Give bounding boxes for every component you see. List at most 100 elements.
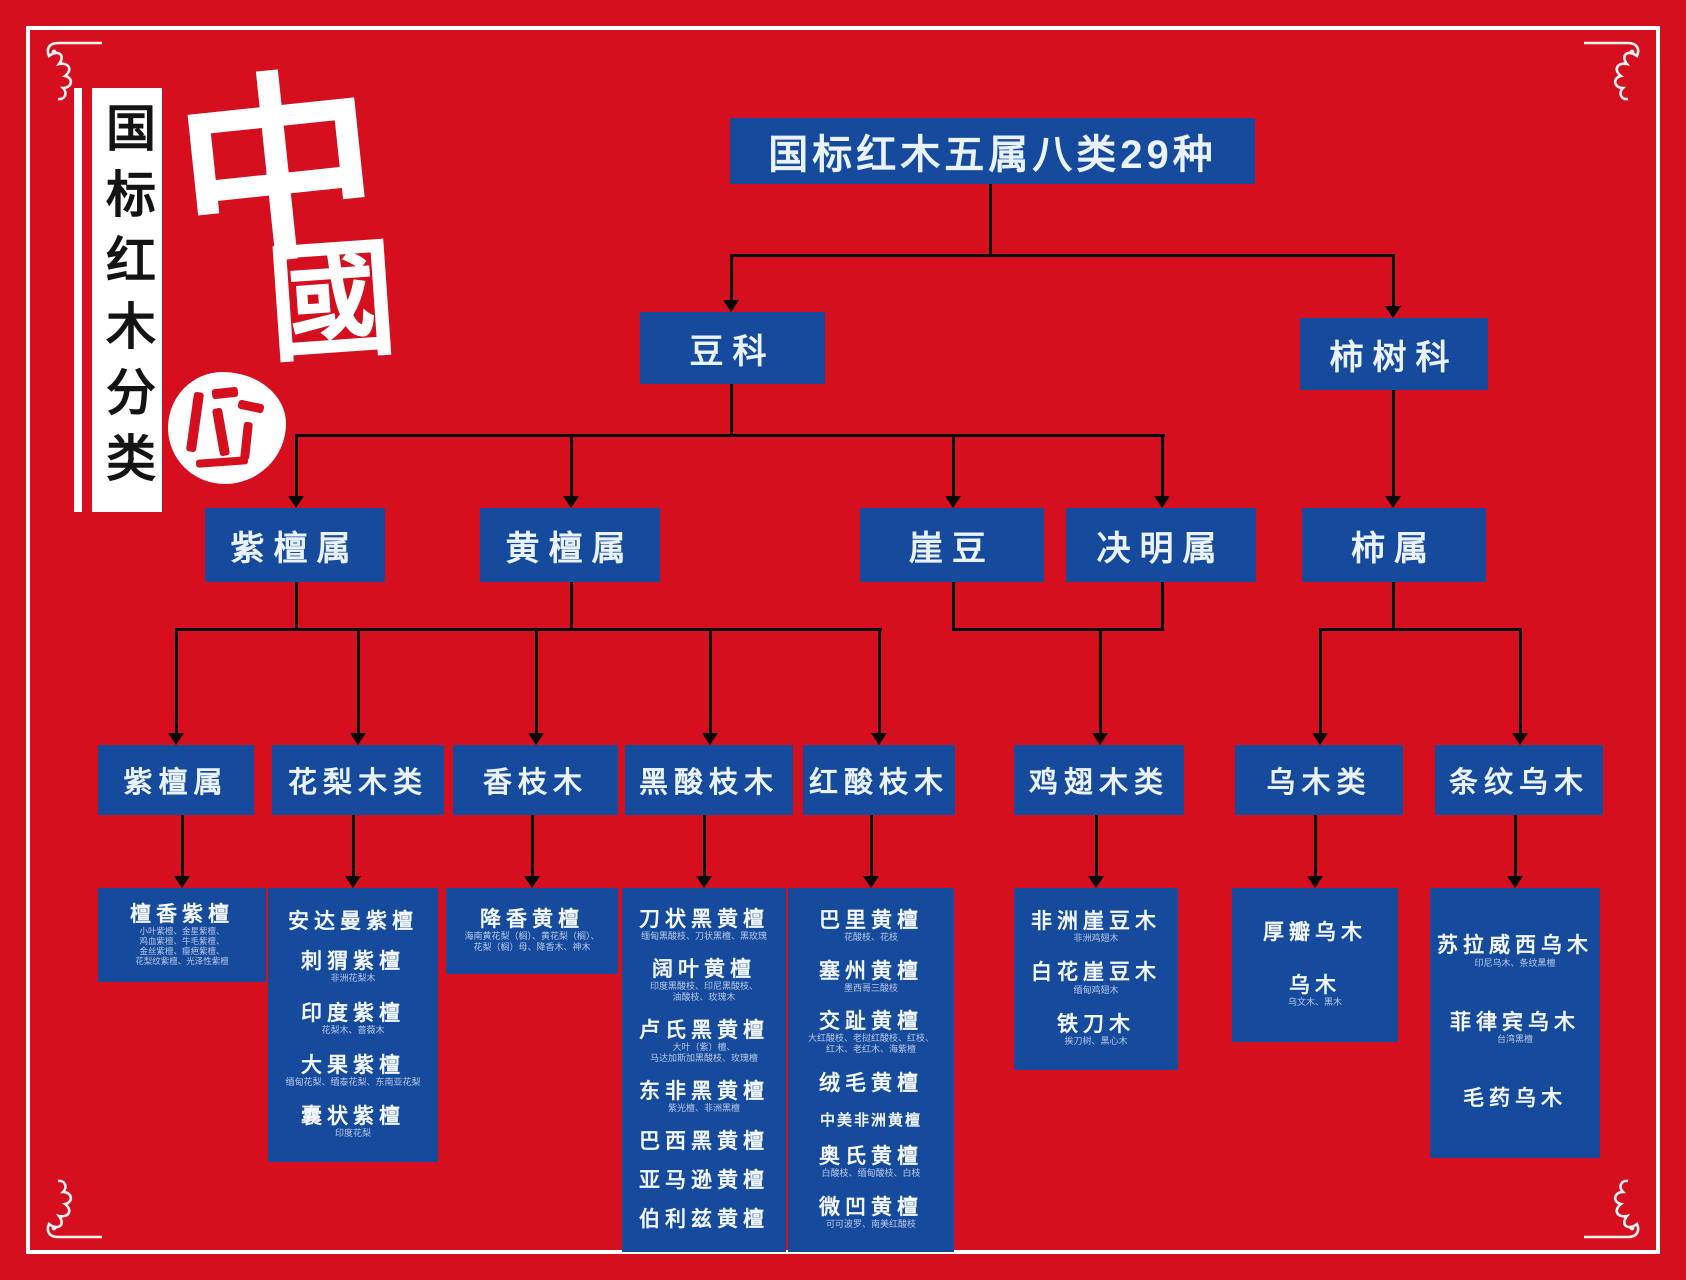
- species-name: 伯利兹黄檀: [639, 1207, 769, 1231]
- species-item: 降香黄檀 海南黄花梨（榈）、黄花梨（榈）、 花梨（榈）母、降香木、神木: [464, 908, 599, 953]
- species-name: 刺猬紫檀: [301, 950, 405, 974]
- species-alias: 白酸枝、缅甸酸枝、白枝: [821, 1168, 921, 1179]
- side-title-banner: 国标红木分类: [92, 88, 162, 512]
- species-name: 绒毛黄檀: [819, 1072, 923, 1096]
- species-name: 菲律宾乌木: [1450, 1010, 1580, 1034]
- family-node-label: 柿树科: [1329, 338, 1459, 377]
- species-alias: 鸡血紫檀、牛毛紫檀、: [139, 936, 225, 947]
- species-name: 阔叶黄檀: [651, 957, 756, 981]
- class-node-label: 红酸枝木: [808, 767, 949, 799]
- calligraphy-seal-icon: [168, 372, 286, 484]
- corner-ornament-icon: [1582, 1176, 1646, 1240]
- species-item: 刀状黑黄檀 缅甸黑酸枝、刀状黑檀、黑玫瑰: [639, 907, 769, 942]
- class-node-jichi: 鸡翅木类: [1014, 745, 1184, 815]
- species-alias: 红木、老红木、海紫檀: [825, 1044, 916, 1055]
- species-item: 非洲崖豆木 非洲鸡翅木: [1031, 910, 1161, 944]
- species-alias: 花酸枝、花枝: [843, 931, 898, 942]
- poster-title: 国标红木分类: [99, 102, 155, 498]
- leaf-box-heisuanzhi: 刀状黑黄檀 缅甸黑酸枝、刀状黑檀、黑玫瑰 阔叶黄檀 印度黑酸枝、印尼黑酸枝、 油…: [622, 888, 786, 1252]
- species-item: 卢氏黑黄檀 大叶（紫）檀、 马达加斯加黑酸枝、玫瑰檀: [639, 1018, 769, 1064]
- class-node-xiangzhi: 香枝木: [453, 745, 618, 815]
- species-item: 乌木 乌文木、黑木: [1287, 974, 1342, 1008]
- species-name: 大果紫檀: [300, 1053, 405, 1077]
- species-alias: 墨西哥三酸枝: [843, 982, 898, 993]
- species-item: 大果紫檀 缅甸花梨、缅泰花梨、东南亚花梨: [285, 1053, 420, 1088]
- species-alias: 花梨纹紫檀、光泽性紫檀: [135, 956, 229, 967]
- species-name: 交趾黄檀: [818, 1010, 923, 1034]
- species-alias: 乌文木、黑木: [1287, 996, 1342, 1007]
- species-name: 巴西黑黄檀: [639, 1129, 769, 1153]
- class-node-label: 乌木类: [1266, 767, 1372, 799]
- species-name: 铁刀木: [1057, 1013, 1135, 1037]
- genus-node-senna: 决明属: [1066, 508, 1256, 582]
- genus-node-diospyros: 柿属: [1302, 508, 1486, 582]
- species-name: 东非黑黄檀: [639, 1079, 769, 1103]
- species-item: 安达曼紫檀: [288, 909, 418, 933]
- species-item: 塞州黄檀 墨西哥三酸枝: [819, 959, 923, 994]
- class-node-label: 条纹乌木: [1448, 767, 1589, 799]
- species-item: 印度紫檀 花梨木、蔷薇木: [301, 1001, 405, 1036]
- species-alias: 小叶紫檀、金星紫檀、: [139, 926, 225, 937]
- leaf-box-jichi: 非洲崖豆木 非洲鸡翅木 白花崖豆木 缅甸鸡翅木 铁刀木 挨刀树、黑心木: [1014, 888, 1178, 1070]
- species-alias: 金丝紫檀、瘿疤紫檀、: [139, 946, 225, 957]
- species-name: 奥氏黄檀: [819, 1145, 923, 1169]
- species-alias: 印度黑酸枝、印尼黑酸枝、: [649, 981, 758, 991]
- genus-node-millettia: 崖豆: [860, 508, 1044, 582]
- species-name: 亚马逊黄檀: [639, 1168, 769, 1192]
- leaf-box-tiaowen: 苏拉威西乌木 印尼乌木、条纹黑檀 菲律宾乌木 台湾黑檀 毛药乌木: [1430, 888, 1600, 1158]
- species-alias: 非洲鸡翅木: [1073, 932, 1119, 943]
- genus-node-pterocarpus: 紫檀属: [205, 508, 385, 582]
- class-node-heisuanzhi: 黑酸枝木: [625, 745, 793, 815]
- species-item: 中美非洲黄檀: [820, 1113, 922, 1129]
- class-node-wumu: 乌木类: [1235, 745, 1403, 815]
- family-node-ebenaceae: 柿树科: [1300, 318, 1488, 390]
- species-item: 白花崖豆木 缅甸鸡翅木: [1031, 962, 1161, 995]
- corner-ornament-icon: [40, 40, 104, 104]
- species-name: 卢氏黑黄檀: [639, 1018, 769, 1042]
- species-item: 苏拉威西乌木 印尼乌木、条纹黑檀: [1437, 935, 1593, 968]
- species-alias: 缅甸黑酸枝、刀状黑檀、黑玫瑰: [640, 931, 767, 941]
- species-item: 东非黑黄檀 紫光檀、非洲黑檀: [639, 1079, 769, 1114]
- species-alias: 台湾黑檀: [1496, 1034, 1533, 1044]
- genus-node-label: 紫檀属: [230, 529, 360, 568]
- species-alias: 印度花梨: [334, 1128, 371, 1139]
- species-item: 囊状紫檀 印度花梨: [301, 1106, 405, 1139]
- species-name: 刀状黑黄檀: [639, 907, 769, 931]
- species-name: 白花崖豆木: [1031, 961, 1161, 985]
- leaf-box-zitan: 檀香紫檀 小叶紫檀、金星紫檀、 鸡血紫檀、牛毛紫檀、 金丝紫檀、瘿疤紫檀、 花梨…: [98, 888, 266, 982]
- class-node-label: 花梨木类: [287, 767, 428, 799]
- leaf-box-hongsuanzhi: 巴里黄檀 花酸枝、花枝 塞州黄檀 墨西哥三酸枝 交趾黄檀 大红酸枝、老挝红酸枝、…: [788, 888, 954, 1252]
- class-node-huali: 花梨木类: [272, 745, 444, 815]
- species-item: 菲律宾乌木 台湾黑檀: [1450, 1010, 1580, 1045]
- species-name: 塞州黄檀: [819, 959, 923, 983]
- species-alias: 马达加斯加黑酸枝、玫瑰檀: [649, 1053, 758, 1063]
- class-node-label: 紫檀属: [123, 767, 229, 799]
- species-item: 伯利兹黄檀: [639, 1207, 769, 1231]
- leaf-box-wumu: 厚瓣乌木 乌木 乌文木、黑木: [1232, 888, 1398, 1042]
- species-alias: 印尼乌木、条纹黑檀: [1474, 957, 1556, 968]
- species-item: 铁刀木 挨刀树、黑心木: [1057, 1014, 1135, 1047]
- species-alias: 紫光檀、非洲黑檀: [667, 1103, 740, 1113]
- species-item: 阔叶黄檀 印度黑酸枝、印尼黑酸枝、 油酸枝、玫瑰木: [649, 957, 758, 1003]
- species-item: 交趾黄檀 大红酸枝、老挝红酸枝、红枝、 红木、老红木、海紫檀: [808, 1011, 934, 1055]
- species-item: 绒毛黄檀: [819, 1073, 923, 1095]
- species-name: 印度紫檀: [301, 1001, 405, 1025]
- species-item: 巴西黑黄檀: [639, 1129, 769, 1153]
- genus-node-label: 决明属: [1096, 529, 1226, 568]
- family-node-legume: 豆科: [640, 312, 825, 384]
- corner-ornament-icon: [40, 1176, 104, 1240]
- family-node-label: 豆科: [689, 332, 776, 371]
- species-name: 微凹黄檀: [819, 1196, 923, 1220]
- genus-node-label: 柿属: [1351, 529, 1437, 568]
- species-name: 巴里黄檀: [819, 908, 923, 932]
- class-node-label: 黑酸枝木: [638, 767, 779, 799]
- species-item: 亚马逊黄檀: [639, 1168, 769, 1192]
- corner-ornament-icon: [1582, 40, 1646, 104]
- class-node-zitan: 紫檀属: [98, 745, 254, 815]
- class-node-label: 香枝木: [482, 767, 588, 799]
- species-name: 安达曼紫檀: [288, 909, 418, 933]
- species-alias: 可可波罗、南美红酸枝: [825, 1219, 916, 1230]
- species-name: 中美非洲黄檀: [819, 1111, 922, 1129]
- species-item: 刺猬紫檀 非洲花梨木: [301, 951, 405, 984]
